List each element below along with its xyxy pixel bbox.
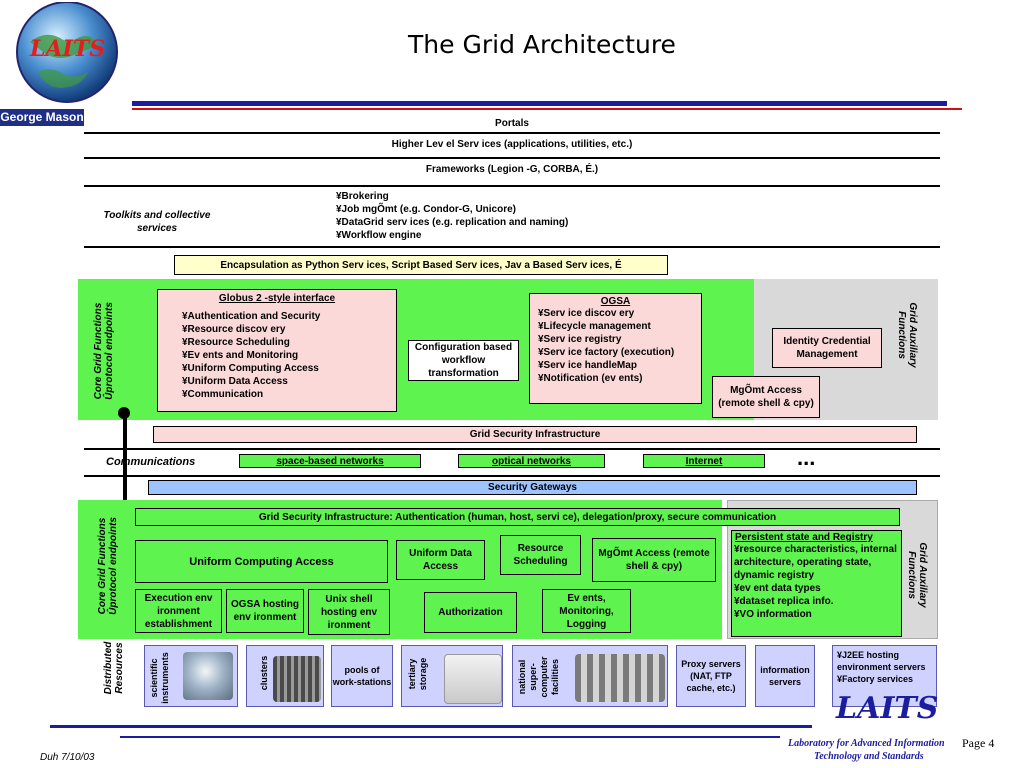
- page-title: The Grid Architecture: [408, 30, 676, 59]
- auxiliary-functions-label-lower: Grid Auxiliary Functions: [906, 542, 928, 608]
- optical-networks-box: optical networks: [458, 454, 605, 468]
- mgmt-access-box-lower: MgÕmt Access (remote shell & cpy): [592, 538, 716, 582]
- list-item: ¥Job mgÕmt (e.g. Condor-G, Unicore): [336, 204, 517, 215]
- footer-line: [50, 725, 812, 728]
- more-ellipsis: ...: [797, 445, 816, 470]
- resource-scheduling-box: Resource Scheduling: [500, 535, 581, 575]
- events-monitoring-box: Ev ents, Monitoring, Logging: [542, 589, 631, 633]
- header-bar-red: [132, 108, 962, 110]
- list-item: ¥Serv ice discov ery: [538, 308, 635, 319]
- list-item: ¥Uniform Data Access: [182, 376, 288, 387]
- persistent-title: Persistent state and Registry: [735, 532, 873, 543]
- uniform-data-box: Uniform Data Access: [396, 540, 485, 580]
- globus-interface-box: Globus 2 -style interface ¥Authenticatio…: [157, 289, 397, 412]
- distributed-resources-label: Distributed Resources: [103, 641, 125, 695]
- workstation-pools-box: pools of work-stations: [331, 645, 393, 707]
- auxiliary-functions-label: Grid Auxiliary Functions: [896, 302, 918, 368]
- internet-box: Internet: [643, 454, 765, 468]
- tertiary-label: tertiary storage: [407, 657, 428, 691]
- footer-line-red: [120, 736, 780, 738]
- information-servers-box: information servers: [755, 645, 815, 707]
- execution-environment-box: Execution env ironment establishment: [135, 589, 222, 633]
- laits-logo: [8, 1, 126, 106]
- list-item: ¥Ev ents and Monitoring: [182, 350, 299, 361]
- list-item: ¥ev ent data types: [734, 583, 821, 594]
- supercomputer-photo: [575, 654, 665, 702]
- list-item: ¥Lifecycle management: [538, 321, 651, 332]
- uniform-computing-box: Uniform Computing Access: [135, 540, 388, 583]
- config-workflow-box: Configuration based workflow transformat…: [408, 340, 519, 381]
- globus-list: ¥Authentication and Security ¥Resource d…: [182, 310, 396, 401]
- ogsa-hosting-box: OGSA hosting env ironment: [226, 589, 304, 633]
- mgmt-access-box: MgÕmt Access (remote shell & cpy): [712, 376, 820, 418]
- identity-credential-box: Identity Credential Management: [772, 328, 882, 368]
- page-number: Page 4: [962, 736, 995, 750]
- space-networks-box: space-based networks: [239, 454, 421, 468]
- toolkits-label: Toolkits and collective services: [103, 210, 211, 234]
- list-item: ¥VO information: [734, 609, 812, 620]
- persistent-list: ¥resource characteristics, internal arch…: [734, 543, 901, 621]
- list-item: ¥Resource Scheduling: [182, 337, 290, 348]
- list-item: ¥dataset replica info.: [734, 596, 834, 607]
- connector-dot: [118, 407, 130, 419]
- lab-name-line1: Laboratory for Advanced Information: [788, 738, 945, 749]
- j2ee-servers-box: ¥J2EE hosting environment servers ¥Facto…: [832, 645, 937, 707]
- core-functions-label-lower: Core Grid Functions Ûprotocol endpoints: [97, 517, 119, 615]
- unix-shell-box: Unix shell hosting env ironment: [308, 589, 390, 635]
- clusters-label: clusters: [259, 655, 269, 691]
- list-item: ¥Resource discov ery: [182, 324, 286, 335]
- divider: [84, 157, 940, 159]
- gsi-bar: Grid Security Infrastructure: [153, 426, 917, 443]
- list-item: ¥Notification (ev ents): [538, 373, 643, 384]
- scientific-label: scientific instruments: [149, 652, 170, 704]
- divider: [84, 132, 940, 134]
- persistent-state-box: Persistent state and Registry ¥resource …: [731, 530, 902, 637]
- list-item: ¥Workflow engine: [336, 230, 422, 241]
- ogsa-list: ¥Serv ice discov ery ¥Lifecycle manageme…: [538, 307, 701, 385]
- core-functions-label: Core Grid Functions Ûprotocol endpoints: [93, 302, 115, 400]
- portals-layer: Portals: [495, 118, 529, 129]
- scientific-instrument-photo: [183, 652, 233, 700]
- list-item: ¥DataGrid serv ices (e.g. replication an…: [336, 217, 569, 228]
- frameworks-layer: Frameworks (Legion -G, CORBA, É.): [425, 164, 599, 175]
- toolkits-list: ¥Brokering ¥Job mgÕmt (e.g. Condor-G, Un…: [336, 190, 568, 242]
- connector-line: [123, 413, 127, 513]
- divider: [84, 185, 940, 187]
- security-gateways-bar: Security Gateways: [148, 480, 917, 495]
- communications-label: Communications: [106, 456, 196, 468]
- clusters-box: clusters: [246, 645, 324, 707]
- divider: [84, 246, 940, 248]
- globus-title: Globus 2 -style interface: [218, 293, 336, 304]
- encapsulation-banner: Encapsulation as Python Serv ices, Scrip…: [174, 255, 668, 275]
- footer-date: Duh 7/10/03: [40, 752, 95, 763]
- list-item: ¥resource characteristics, internal arch…: [734, 544, 897, 581]
- footer-brand: LAITS: [836, 691, 939, 726]
- list-item: ¥Authentication and Security: [182, 311, 321, 322]
- header-bar-blue: [132, 101, 947, 106]
- list-item: ¥Uniform Computing Access: [182, 363, 319, 374]
- scientific-instruments-box: scientific instruments: [144, 645, 238, 707]
- ogsa-title: OGSA: [600, 296, 631, 307]
- list-item: ¥Communication: [182, 389, 264, 400]
- storage-photo: [444, 654, 502, 704]
- national-label: national super-computer facilities: [517, 656, 560, 698]
- gsi-detail-bar: Grid Security Infrastructure: Authentica…: [135, 508, 900, 526]
- list-item: ¥Serv ice handleMap: [538, 360, 637, 371]
- authorization-box: Authorization: [424, 592, 517, 633]
- divider: [84, 448, 940, 450]
- proxy-servers-box: Proxy servers (NAT, FTP cache, etc.): [676, 645, 746, 707]
- ogsa-box: OGSA ¥Serv ice discov ery ¥Lifecycle man…: [529, 293, 702, 404]
- list-item: ¥Brokering: [336, 191, 389, 202]
- lab-name-line2: Technology and Standards: [814, 751, 924, 762]
- logo-laits-text: LAITS: [30, 36, 106, 62]
- logo-org-label: George Mason: [0, 109, 84, 126]
- list-item: ¥Serv ice factory (execution): [538, 347, 675, 358]
- divider: [84, 475, 940, 477]
- cluster-photo: [273, 656, 321, 702]
- tertiary-storage-box: tertiary storage: [401, 645, 503, 707]
- higher-level-services-layer: Higher Lev el Serv ices (applications, u…: [391, 139, 633, 150]
- supercomputer-box: national super-computer facilities: [512, 645, 668, 707]
- list-item: ¥Serv ice registry: [538, 334, 622, 345]
